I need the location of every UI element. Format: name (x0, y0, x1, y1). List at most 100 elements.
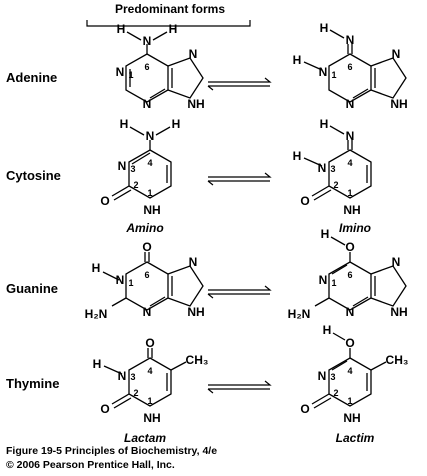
base-name-adenine: Adenine (6, 70, 57, 85)
ring-number: 2 (133, 180, 138, 190)
atom-n: N (189, 255, 198, 269)
atom-h: H (323, 323, 332, 337)
thymine-lactam-structure (103, 348, 187, 409)
base-name-guanine: Guanine (6, 281, 58, 296)
atom-o: O (100, 402, 109, 416)
atom-h: H (117, 22, 126, 36)
atom-n: N (346, 97, 355, 111)
cytosine-amino-structure (111, 126, 172, 201)
atom-n: N (392, 47, 401, 61)
atom-n: N (346, 129, 355, 143)
cytosine-imino-structure (303, 125, 372, 201)
atom-h: H (320, 21, 329, 35)
ring-number: 3 (330, 372, 335, 382)
atom-ch3: CH₃ (186, 353, 209, 367)
atom-h: H (120, 117, 129, 131)
atom-n: N (346, 305, 355, 319)
ring-number: 1 (128, 278, 133, 288)
atom-nh: NH (343, 411, 360, 425)
adenine-amino-atoms: H N H N N N NH (116, 22, 205, 111)
atom-n: N (318, 161, 327, 175)
atom-n: N (146, 129, 155, 143)
copyright-line: © 2006 Pearson Prentice Hall, Inc. (6, 459, 175, 471)
atom-nh: NH (343, 203, 360, 217)
atom-h: H (93, 357, 102, 371)
ring-number: 1 (147, 396, 152, 406)
predominant-forms-label: Predominant forms (115, 2, 225, 16)
atom-h2n: H₂N (85, 307, 108, 321)
form-label-lactam: Lactam (124, 431, 166, 445)
atom-h: H (293, 149, 302, 163)
atom-o: O (142, 240, 151, 254)
ring-number: 3 (130, 164, 135, 174)
atom-h: H (169, 22, 178, 36)
guanine-lactam-atoms: O H N H₂N N N NH (85, 240, 205, 321)
base-name-thymine: Thymine (6, 376, 59, 391)
atom-nh: NH (390, 305, 407, 319)
atom-o: O (345, 240, 354, 254)
atom-n: N (143, 34, 152, 48)
ring-number: 1 (331, 70, 336, 80)
atom-nh: NH (143, 203, 160, 217)
atom-n: N (116, 65, 125, 79)
ring-number: 6 (347, 270, 352, 280)
atom-nh: NH (187, 305, 204, 319)
atom-n: N (143, 97, 152, 111)
equilibrium-arrow-cytosine (207, 172, 272, 186)
atom-o: O (345, 336, 354, 350)
figure-caption: Figure 19-5 Principles of Biochemistry, … (6, 445, 218, 457)
ring-number: 6 (144, 62, 149, 72)
thymine-lactim-structure (311, 332, 387, 409)
atom-n: N (318, 369, 327, 383)
atom-o: O (300, 402, 309, 416)
atom-o: O (100, 194, 109, 208)
atom-h2n: H₂N (288, 307, 311, 321)
adenine-imino-atoms: H N H N N N NH (293, 21, 408, 111)
guanine-lactim-structure (314, 236, 407, 311)
guanine-lactim-atoms: H O N H₂N N N NH (288, 227, 408, 321)
atom-h: H (320, 117, 329, 131)
atom-n: N (118, 159, 127, 173)
ring-number: 2 (133, 388, 138, 398)
form-label-amino: Amino (125, 221, 163, 235)
atom-h: H (92, 261, 101, 275)
atom-n: N (143, 305, 152, 319)
ring-number: 3 (130, 372, 135, 382)
atom-n: N (116, 273, 125, 287)
thymine-lactim-atoms: H O CH₃ N O NH (300, 323, 408, 425)
predominant-forms-bracket (86, 20, 251, 27)
atom-nh: NH (143, 411, 160, 425)
ring-number: 4 (347, 158, 352, 168)
ring-number: 1 (347, 396, 352, 406)
thymine-lactam-atoms: O CH₃ H N O NH (93, 336, 209, 425)
atom-n: N (118, 369, 127, 383)
ring-number: 1 (147, 188, 152, 198)
form-label-lactim: Lactim (336, 431, 375, 445)
ring-number: 1 (347, 188, 352, 198)
ring-number: 2 (333, 180, 338, 190)
equilibrium-arrow-guanine (207, 285, 272, 299)
equilibrium-arrow-thymine (207, 380, 272, 394)
cytosine-amino-atoms: H N H N O NH (100, 117, 180, 217)
ring-number: 6 (144, 270, 149, 280)
guanine-lactam-structure (102, 252, 204, 311)
ring-number: 4 (147, 366, 152, 376)
base-name-cytosine: Cytosine (6, 168, 61, 183)
atom-nh: NH (187, 97, 204, 111)
ring-number: 1 (331, 278, 336, 288)
cytosine-imino-atoms: H N H N O NH (293, 117, 361, 217)
ring-number: 1 (128, 70, 133, 80)
form-label-imino: Imino (339, 221, 371, 235)
ring-number: 2 (333, 388, 338, 398)
ring-number: 3 (330, 164, 335, 174)
ring-number: 4 (347, 366, 352, 376)
ring-number: 4 (147, 158, 152, 168)
atom-nh: NH (390, 97, 407, 111)
atom-o: O (300, 194, 309, 208)
atom-h: H (172, 117, 181, 131)
atom-n: N (319, 65, 328, 79)
adenine-amino-structure (125, 31, 204, 103)
atom-n: N (189, 47, 198, 61)
atom-n: N (346, 33, 355, 47)
